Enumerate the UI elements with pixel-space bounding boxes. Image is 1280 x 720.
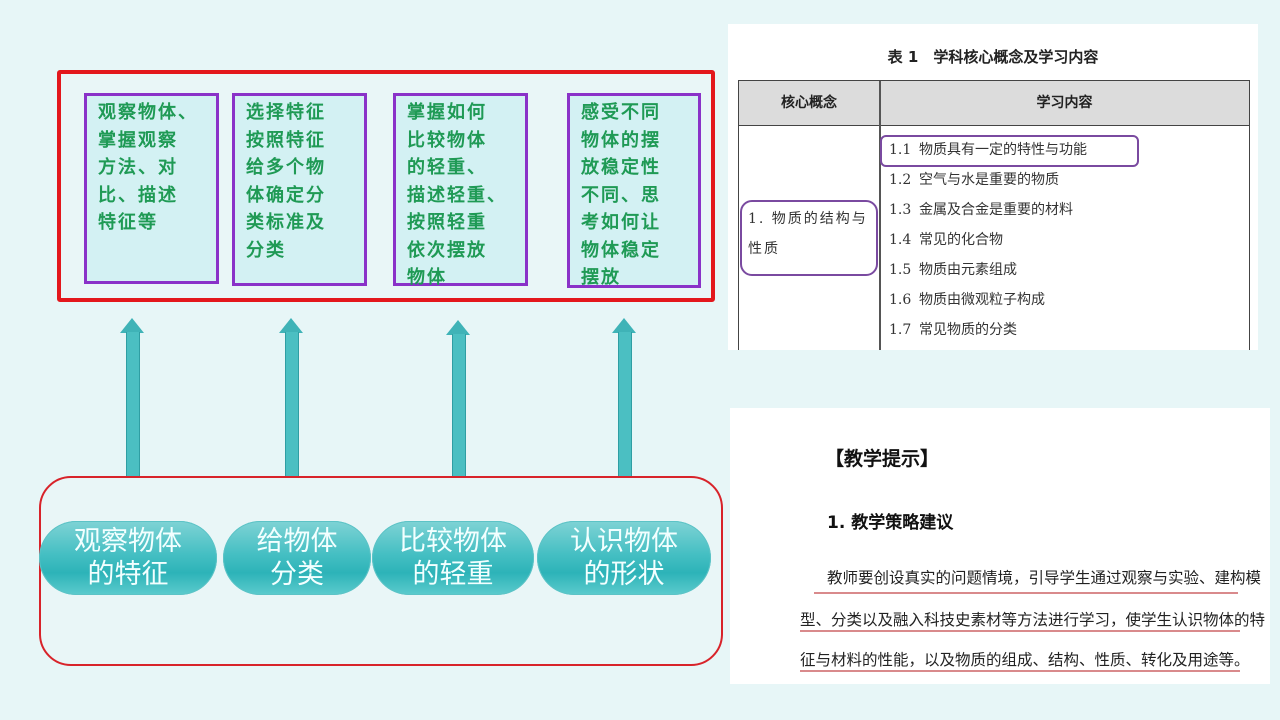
hint-title: 【教学提示】 <box>825 448 940 470</box>
core-concept-cell: 1. 物质的结构与性质 <box>740 200 878 276</box>
header-learning-content: 学习内容 <box>1036 95 1093 111</box>
column-divider <box>879 81 881 350</box>
item-number: 1.7 <box>889 322 912 338</box>
content-item: 1.3 金属及合金是重要的材料 <box>889 199 1073 219</box>
hint-text-line: 型、分类以及融入科技史素材等方法进行学习，使学生认识物体的特 <box>800 611 1266 629</box>
learning-goals-frame: 观察物体、 掌握观察 方法、对 比、描述 特征等 选择特征 按照特征 给多个物 … <box>57 70 715 302</box>
item-text: 常见的化合物 <box>919 232 1003 248</box>
content-item: 1.6 物质由微观粒子构成 <box>889 289 1045 309</box>
hint-text-line: 征与材料的性能，以及物质的组成、结构、性质、转化及用途等。 <box>800 651 1250 669</box>
hint-underline <box>814 592 1238 594</box>
hint-text-line: 教师要创设真实的问题情境，引导学生通过观察与实验、建构模 <box>827 569 1262 587</box>
goal-box-classify: 选择特征 按照特征 给多个物 体确定分 类标准及 分类 <box>232 93 367 286</box>
goal-box-observe: 观察物体、 掌握观察 方法、对 比、描述 特征等 <box>84 93 219 284</box>
item-text: 物质具有一定的特性与功能 <box>919 142 1087 158</box>
item-text: 空气与水是重要的物质 <box>919 172 1059 188</box>
item-text: 物质由微观粒子构成 <box>919 292 1045 308</box>
activity-observe-features: 观察物体 的特征 <box>39 521 217 595</box>
activities-frame: 观察物体 的特征 给物体 分类 比较物体 的轻重 认识物体 的形状 <box>39 476 723 666</box>
goal-box-shape: 感受不同 物体的摆 放稳定性 不同、思 考如何让 物体稳定 摆放 <box>567 93 701 288</box>
teaching-hint-panel: 【教学提示】 1. 教学策略建议 教师要创设真实的问题情境，引导学生通过观察与实… <box>730 408 1270 684</box>
content-item: 1.1 物质具有一定的特性与功能 <box>889 139 1087 159</box>
content-item: 1.2 空气与水是重要的物质 <box>889 169 1059 189</box>
up-arrow-icon <box>279 318 303 476</box>
hint-underline <box>800 670 1240 672</box>
goal-box-weight: 掌握如何 比较物体 的轻重、 描述轻重、 按照轻重 依次摆放 物体 <box>393 93 528 288</box>
table-header-row: 核心概念 学习内容 <box>739 81 1249 126</box>
activity-classify-objects: 给物体 分类 <box>223 521 371 595</box>
content-item: 1.7 常见物质的分类 <box>889 319 1017 339</box>
item-text: 常见物质的分类 <box>919 322 1017 338</box>
table-title: 表 1 学科核心概念及学习内容 <box>887 48 1099 66</box>
item-number: 1.1 <box>889 142 912 158</box>
item-number: 1.3 <box>889 202 912 218</box>
item-text: 金属及合金是重要的材料 <box>919 202 1073 218</box>
header-core-concept: 核心概念 <box>781 95 837 111</box>
up-arrow-icon <box>120 318 144 476</box>
hint-underline <box>800 630 1240 632</box>
content-item: 1.4 常见的化合物 <box>889 229 1003 249</box>
highlight-box <box>880 135 1139 167</box>
activity-compare-weight: 比较物体 的轻重 <box>372 521 534 595</box>
item-text: 物质由元素组成 <box>919 262 1017 278</box>
item-number: 1.4 <box>889 232 912 248</box>
curriculum-table-panel: 表 1 学科核心概念及学习内容 核心概念 学习内容 1. 物质的结构与性质 1.… <box>728 24 1258 350</box>
item-number: 1.6 <box>889 292 912 308</box>
up-arrow-icon <box>446 320 470 476</box>
up-arrow-icon <box>612 318 636 476</box>
concept-table: 核心概念 学习内容 1. 物质的结构与性质 1.1 物质具有一定的特性与功能 1.… <box>738 80 1250 350</box>
content-item: 1.5 物质由元素组成 <box>889 259 1017 279</box>
item-number: 1.2 <box>889 172 912 188</box>
hint-subtitle: 1. 教学策略建议 <box>827 513 954 533</box>
activity-recognize-shapes: 认识物体 的形状 <box>537 521 711 595</box>
item-number: 1.5 <box>889 262 912 278</box>
